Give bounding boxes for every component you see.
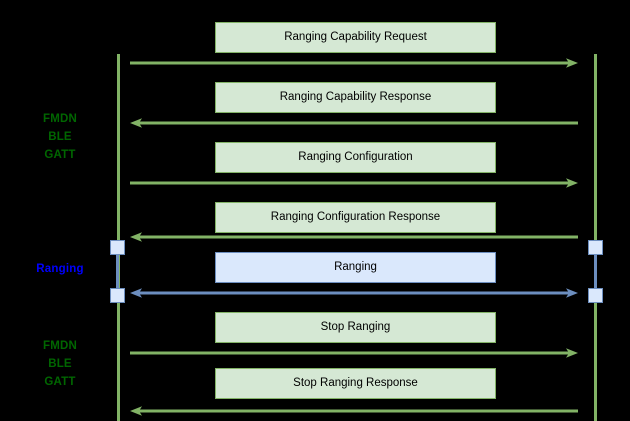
message-arrow-stop-ranging-response (130, 406, 578, 416)
activation-box-left-start (110, 240, 125, 255)
activation-stem-right (594, 246, 597, 296)
message-box-ranging-capability-response: Ranging Capability Response (215, 82, 496, 113)
message-box-ranging-configuration: Ranging Configuration (215, 142, 496, 173)
message-arrow-ranging-bidirectional (130, 288, 578, 298)
lifeline-left (117, 54, 120, 421)
phase-label-ranging: Ranging (36, 263, 84, 275)
activation-box-right-end (588, 288, 603, 303)
message-box-ranging-capability-request: Ranging Capability Request (215, 22, 496, 53)
phase-label-fmdn-ble-gatt-bottom: FMDN BLE GATT (42, 340, 77, 388)
message-box-stop-ranging-response: Stop Ranging Response (215, 368, 496, 399)
message-arrow-ranging-capability-response (130, 118, 578, 128)
message-box-ranging-configuration-response: Ranging Configuration Response (215, 202, 496, 233)
activation-box-right-start (588, 240, 603, 255)
message-box-stop-ranging: Stop Ranging (215, 312, 496, 343)
message-arrow-ranging-configuration-response (130, 232, 578, 242)
message-arrow-stop-ranging (130, 348, 578, 358)
phase-label-fmdn-ble-gatt-top: FMDN BLE GATT (42, 113, 77, 161)
message-arrow-ranging-capability-request (130, 58, 578, 68)
activation-box-left-end (110, 288, 125, 303)
message-arrow-ranging-configuration (130, 178, 578, 188)
message-box-ranging: Ranging (215, 252, 496, 283)
lifeline-right (594, 54, 597, 421)
activation-stem-left (116, 246, 119, 296)
